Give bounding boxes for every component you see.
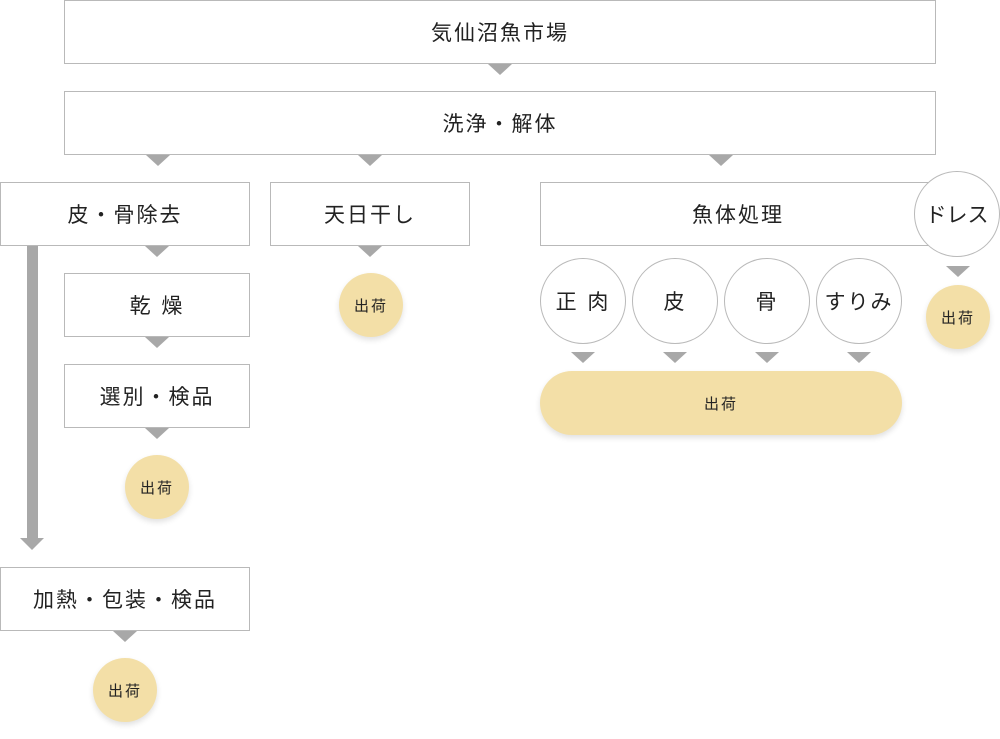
arrow-down-icon: [358, 246, 382, 257]
shipping-label: 出荷: [353, 296, 388, 315]
heating-box: 加熱・包装・検品: [0, 567, 250, 631]
skin-bone-removal-label: 皮・骨除去: [67, 203, 183, 227]
arrow-down-icon: [488, 64, 512, 75]
shipping-pill: 出荷: [540, 371, 902, 435]
shipping-circle: 出荷: [93, 658, 157, 722]
shipping-label: 出荷: [940, 308, 975, 327]
long-arrow-shaft: [27, 246, 38, 538]
arrow-down-icon: [20, 538, 44, 550]
skin-label: 皮: [663, 290, 687, 314]
washing-label: 洗浄・解体: [442, 112, 558, 136]
shipping-circle: 出荷: [125, 455, 189, 519]
meat-circle: 正 肉: [540, 258, 626, 344]
arrow-down-icon: [145, 428, 169, 439]
arrow-down-icon: [663, 352, 687, 363]
arrow-down-icon: [755, 352, 779, 363]
arrow-down-icon: [946, 266, 970, 277]
shipping-label: 出荷: [107, 681, 142, 700]
market-box: 気仙沼魚市場: [64, 0, 936, 64]
sorting-box: 選別・検品: [64, 364, 250, 428]
shipping-label: 出荷: [139, 478, 174, 497]
drying-box: 乾 燥: [64, 273, 250, 337]
fish-processing-label: 魚体処理: [692, 203, 784, 227]
fish-processing-box: 魚体処理: [540, 182, 936, 246]
arrow-down-icon: [709, 155, 733, 166]
arrow-down-icon: [145, 337, 169, 348]
sun-drying-label: 天日干し: [324, 203, 416, 227]
bone-circle: 骨: [724, 258, 810, 344]
surimi-label: すりみ: [824, 290, 894, 314]
sun-drying-box: 天日干し: [270, 182, 470, 246]
arrow-down-icon: [358, 155, 382, 166]
dress-circle: ドレス: [914, 171, 1000, 257]
meat-label: 正 肉: [555, 290, 611, 314]
market-label: 気仙沼魚市場: [431, 21, 569, 45]
arrow-down-icon: [146, 155, 170, 166]
shipping-circle: 出荷: [926, 285, 990, 349]
skin-bone-removal-box: 皮・骨除去: [0, 182, 250, 246]
sorting-label: 選別・検品: [99, 385, 215, 409]
arrow-down-icon: [847, 352, 871, 363]
shipping-circle: 出荷: [339, 273, 403, 337]
shipping-label: 出荷: [703, 394, 738, 413]
skin-circle: 皮: [632, 258, 718, 344]
washing-box: 洗浄・解体: [64, 91, 936, 155]
drying-label: 乾 燥: [129, 294, 185, 318]
arrow-down-icon: [113, 631, 137, 642]
arrow-down-icon: [571, 352, 595, 363]
dress-label: ドレス: [925, 203, 989, 227]
heating-label: 加熱・包装・検品: [33, 588, 217, 612]
surimi-circle: すりみ: [816, 258, 902, 344]
arrow-down-icon: [145, 246, 169, 257]
bone-label: 骨: [755, 290, 779, 314]
